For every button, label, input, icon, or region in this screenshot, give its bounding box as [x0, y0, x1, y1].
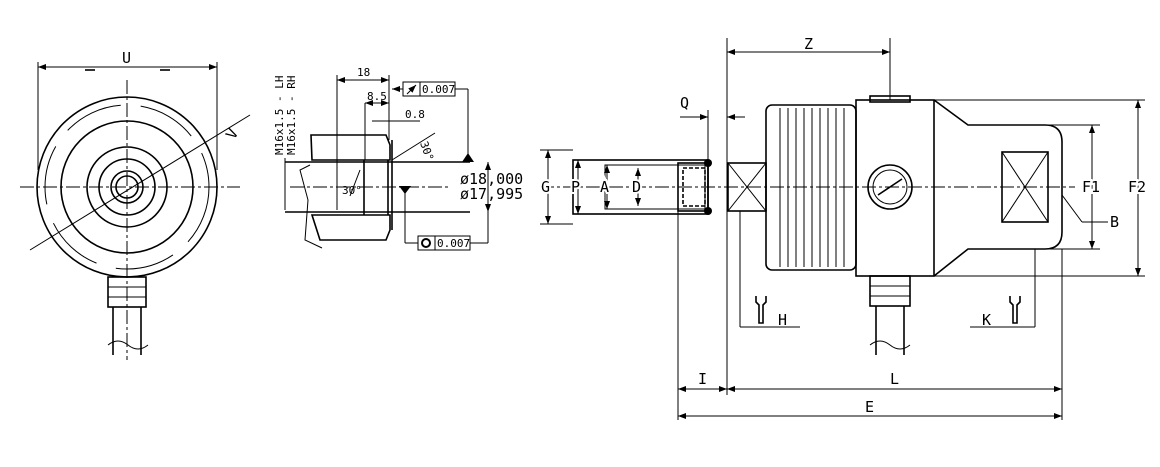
runout-tolerance-value: 0.007: [422, 83, 455, 96]
concentricity-tolerance-value: 0.007: [437, 237, 470, 250]
dim-0-8-label: 0.8: [405, 108, 425, 121]
dim-z-label: Z: [804, 35, 813, 53]
dim-b-label: B: [1110, 213, 1119, 231]
dim-e-label: E: [865, 398, 874, 416]
thread-detail-section: M16x1.5 - LH M16x1.5 - RH 18 8.5 0.8 30°…: [273, 66, 523, 251]
thread-lh-label: M16x1.5 - LH: [273, 76, 286, 155]
dim-v-label: V: [222, 125, 242, 142]
dim-u-label: U: [122, 49, 131, 67]
dim-g-label: G: [541, 178, 550, 196]
wrench-icon-k: [1009, 296, 1021, 324]
side-view: Z Q G P A D F1 F2 B H K I L E: [539, 35, 1148, 420]
dim-l-label: L: [890, 370, 899, 388]
angle-bottom-label: 30°: [342, 184, 362, 197]
dim-p-label: P: [571, 178, 580, 196]
angle-top-label: 30°: [417, 140, 436, 163]
runout-tolerance-frame: 0.007: [392, 81, 474, 162]
knurl-lines: [779, 108, 845, 267]
dim-k-label: K: [982, 311, 991, 329]
dim-18-label: 18: [357, 66, 370, 79]
dim-q-label: Q: [680, 94, 689, 112]
thread-rh-label: M16x1.5 - RH: [285, 76, 298, 155]
concentricity-tolerance-frame: 0.007: [399, 162, 491, 251]
diameter-min-label: ø17,995: [460, 185, 523, 203]
front-view: U V: [20, 49, 251, 360]
dim-f1-label: F1: [1082, 178, 1100, 196]
dim-d-label: D: [632, 178, 641, 196]
diameter-max-label: ø18,000: [460, 170, 523, 188]
dim-a-label: A: [600, 178, 609, 196]
dim-f2-label: F2: [1128, 178, 1146, 196]
dim-h-label: H: [778, 311, 787, 329]
wrench-icon-h: [755, 296, 767, 324]
dim-i-label: I: [698, 370, 707, 388]
dim-8-5-label: 8.5: [367, 90, 387, 103]
